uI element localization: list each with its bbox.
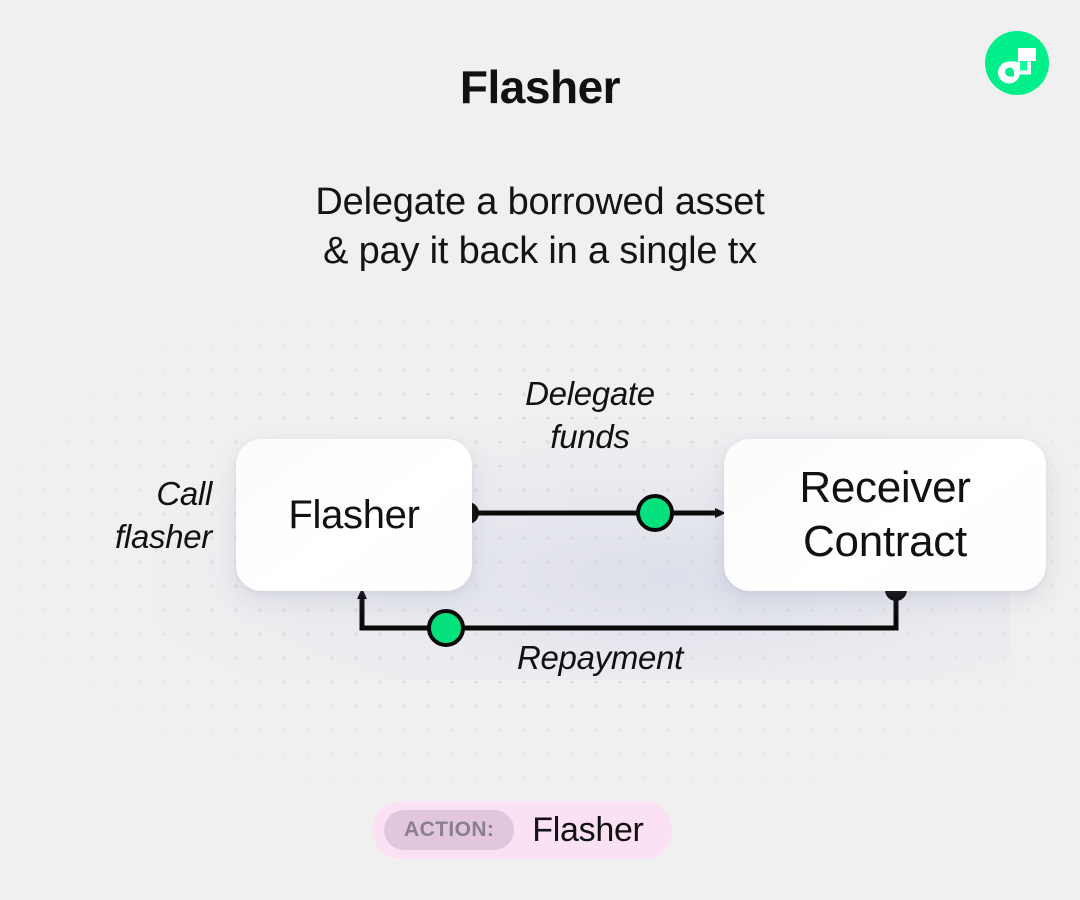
node-receiver-label-line-1: Receiver: [799, 463, 971, 512]
action-badge-value: Flasher: [532, 810, 644, 849]
wire-repayment: [357, 588, 899, 631]
node-receiver-label: Receiver Contract: [799, 461, 971, 569]
action-badge-tag: ACTION:: [384, 810, 515, 850]
edge-label-repayment: Repayment: [516, 639, 684, 676]
diagram-stage: Flasher Receiver Contract Call flasher D…: [0, 300, 1080, 780]
edge-label-delegate-funds: Delegate funds: [470, 372, 710, 458]
action-badge: ACTION: Flasher: [372, 801, 672, 859]
node-receiver-label-line-2: Contract: [803, 517, 967, 566]
token-dot-delegate: [636, 494, 674, 532]
edge-label-call-flasher: Call flasher: [20, 472, 212, 558]
call-label-line-1: Call: [156, 475, 212, 512]
page-title: Flasher: [459, 61, 621, 113]
delegate-label-line-1: Delegate: [525, 375, 655, 412]
call-label-line-2: flasher: [115, 518, 212, 555]
subtitle-line-2: & pay it back in a single tx: [323, 230, 757, 272]
delegate-label-line-2: funds: [550, 418, 630, 455]
flow-logo-icon: [985, 31, 1049, 95]
node-flasher-label: Flasher: [288, 492, 420, 537]
node-flasher[interactable]: Flasher: [236, 439, 472, 591]
page-subtitle: Delegate a borrowed asset & pay it back …: [0, 178, 1080, 276]
subtitle-line-1: Delegate a borrowed asset: [315, 181, 765, 223]
token-dot-repayment: [427, 609, 465, 647]
node-receiver-contract[interactable]: Receiver Contract: [724, 439, 1046, 591]
